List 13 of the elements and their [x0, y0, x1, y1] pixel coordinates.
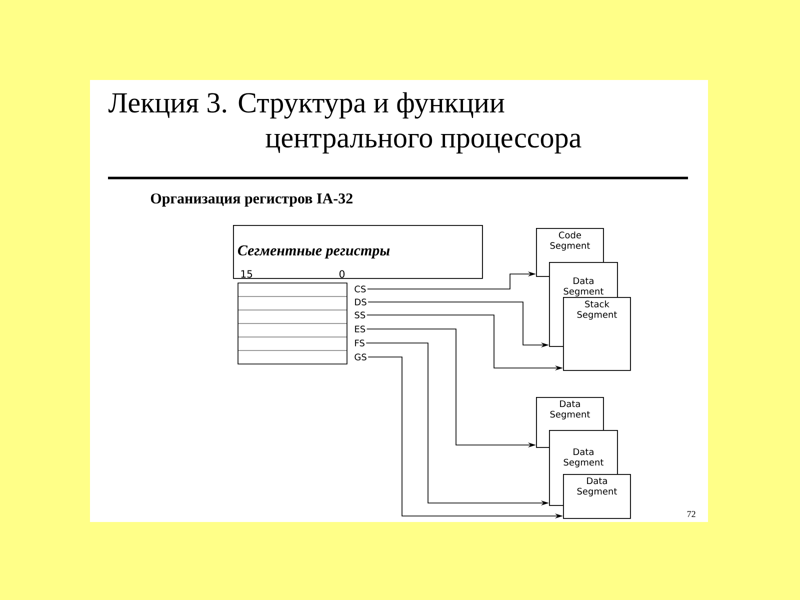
segment-box: Stack Segment — [563, 297, 631, 371]
register-name: GS — [354, 354, 366, 360]
subtitle: Организация регистров IA-32 — [150, 193, 352, 207]
bit-number: 0 — [339, 270, 345, 278]
register-name: FS — [355, 340, 364, 346]
segment-box: Data Segment — [563, 474, 631, 519]
register-name: DS — [355, 298, 366, 306]
bit-number: 15 — [241, 270, 252, 278]
register-name: ES — [355, 326, 366, 332]
register-name: CS — [354, 286, 366, 292]
register-name: SS — [354, 312, 366, 318]
title: Лекция 3. Структура и функции центрального процессора — [108, 92, 582, 154]
page-number: 72 — [687, 511, 696, 517]
